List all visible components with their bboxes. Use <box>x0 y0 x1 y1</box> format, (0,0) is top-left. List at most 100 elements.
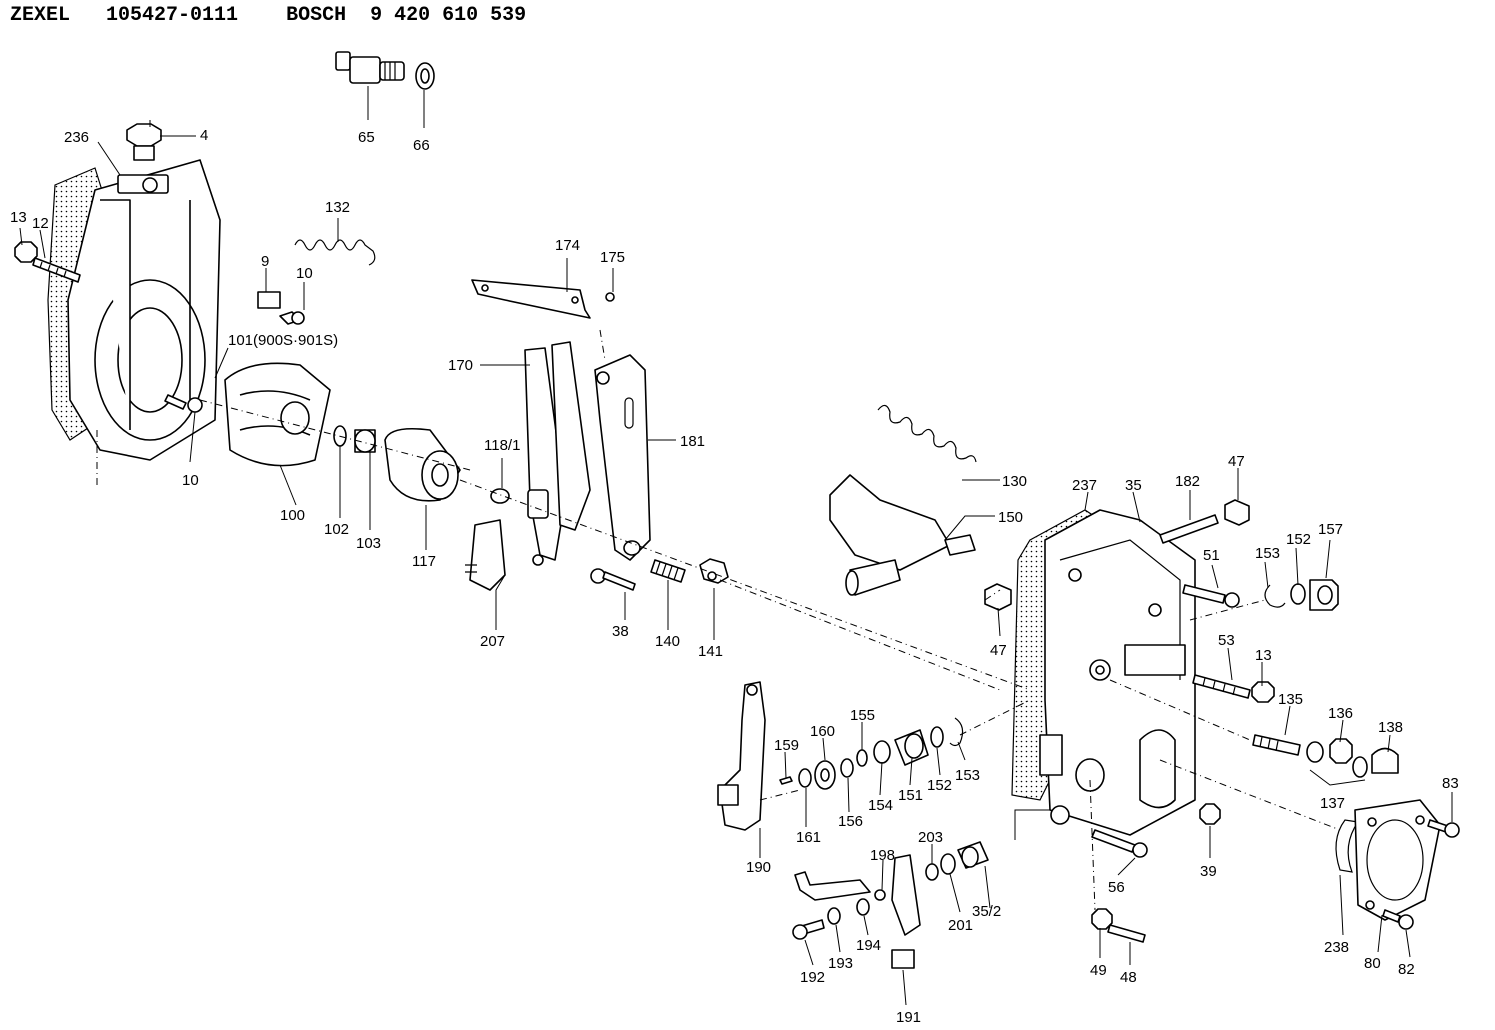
washer-194 <box>856 898 870 916</box>
lever-181 <box>594 354 651 561</box>
diagram-header: ZEXEL 105427-0111 BOSCH 9 420 610 539 <box>10 4 526 30</box>
callout-137: 137 <box>1320 795 1345 812</box>
leader-lines <box>19 86 1453 1006</box>
callout-140: 140 <box>655 633 680 650</box>
callout-152-right: 152 <box>1286 531 1311 548</box>
callout-12: 12 <box>32 215 49 232</box>
washer-156 <box>840 758 854 778</box>
washer-118-1 <box>490 488 510 504</box>
callout-138: 138 <box>1378 719 1403 736</box>
pin-182 <box>1159 514 1219 544</box>
washer-137 <box>1352 756 1368 778</box>
callout-82: 82 <box>1398 961 1415 978</box>
pin-159 <box>779 776 793 785</box>
callout-102: 102 <box>324 521 349 538</box>
nut-39 <box>1199 803 1221 825</box>
stud-12 <box>32 257 81 283</box>
brand-bosch: BOSCH <box>286 4 347 27</box>
bosch-part-number: 9 420 610 539 <box>370 4 527 27</box>
callout-100: 100 <box>280 507 305 524</box>
bracket-9 <box>257 291 281 309</box>
spring-132 <box>294 239 376 266</box>
screw-83 <box>1427 819 1460 838</box>
clip-175 <box>605 292 615 302</box>
callout-157: 157 <box>1318 521 1343 538</box>
callout-47-mid: 47 <box>990 642 1007 659</box>
circlip-153-left <box>949 717 964 747</box>
fitting-65 <box>335 51 405 84</box>
nut-136 <box>1329 738 1353 764</box>
callout-191: 191 <box>896 1009 921 1026</box>
callout-161: 161 <box>796 829 821 846</box>
cover-35 <box>1039 509 1196 836</box>
cover-80 <box>1354 799 1441 921</box>
washer-193 <box>827 907 841 925</box>
washer-155 <box>856 749 868 767</box>
callout-49: 49 <box>1090 962 1107 979</box>
lever-198-assembly <box>874 854 921 969</box>
callout-53: 53 <box>1218 632 1235 649</box>
screw-135 <box>1252 734 1301 756</box>
callout-182: 182 <box>1175 473 1200 490</box>
lever-190 <box>717 681 766 831</box>
callout-150: 150 <box>998 509 1023 526</box>
callout-35-2: 35/2 <box>972 903 1001 920</box>
callout-13-right: 13 <box>1255 647 1272 664</box>
gasket-238 <box>1335 819 1360 873</box>
callout-192: 192 <box>800 969 825 986</box>
washer-161 <box>798 768 812 788</box>
screw-51 <box>1182 584 1240 608</box>
block-207 <box>465 519 506 591</box>
callout-151: 151 <box>898 787 923 804</box>
fitting-35-2 <box>957 841 989 869</box>
screw-53 <box>1192 674 1251 699</box>
callout-155: 155 <box>850 707 875 724</box>
callout-153-left: 153 <box>955 767 980 784</box>
bar-174 <box>471 279 591 319</box>
callout-101: 101(900S·901S) <box>228 332 338 349</box>
zexel-part-number: 105427-0111 <box>106 4 239 27</box>
callout-170: 170 <box>448 357 473 374</box>
o-ring-152-left <box>930 726 944 748</box>
callout-117: 117 <box>412 553 436 570</box>
callout-51: 51 <box>1203 547 1220 564</box>
screw-10-upper <box>279 311 305 325</box>
callout-181: 181 <box>680 433 705 450</box>
screw-56 <box>1091 829 1148 858</box>
callout-47-top: 47 <box>1228 453 1245 470</box>
spring-130 <box>877 404 977 463</box>
callout-136: 136 <box>1328 705 1353 722</box>
callout-238: 238 <box>1324 939 1349 956</box>
callout-207: 207 <box>480 633 505 650</box>
lever-170 <box>524 341 591 566</box>
callout-237: 237 <box>1072 477 1097 494</box>
circlip-153-right <box>1264 584 1286 608</box>
callout-13: 13 <box>10 209 27 226</box>
callout-35: 35 <box>1125 477 1142 494</box>
callout-10-lower: 10 <box>182 472 199 489</box>
callout-48: 48 <box>1120 969 1137 986</box>
callout-153-right: 153 <box>1255 545 1280 562</box>
callout-198: 198 <box>870 847 895 864</box>
stud-48 <box>1107 924 1146 943</box>
lever-150 <box>829 474 976 596</box>
bush-160 <box>814 760 836 790</box>
plug-47-top <box>1224 499 1250 526</box>
callout-154: 154 <box>868 797 893 814</box>
flyweight-100 <box>224 362 331 467</box>
bracket-193 <box>794 871 871 901</box>
screw-82 <box>1382 909 1414 930</box>
callout-175: 175 <box>600 249 625 266</box>
callout-174: 174 <box>555 237 580 254</box>
callout-159: 159 <box>774 737 799 754</box>
ring-201 <box>940 853 956 875</box>
nut-49 <box>1091 908 1113 930</box>
plug-47-mid <box>984 583 1012 611</box>
callout-193: 193 <box>828 955 853 972</box>
callout-160: 160 <box>810 723 835 740</box>
callout-201: 201 <box>948 917 973 934</box>
callout-194: 194 <box>856 937 881 954</box>
spring-140 <box>650 559 686 583</box>
callout-4: 4 <box>200 127 208 144</box>
